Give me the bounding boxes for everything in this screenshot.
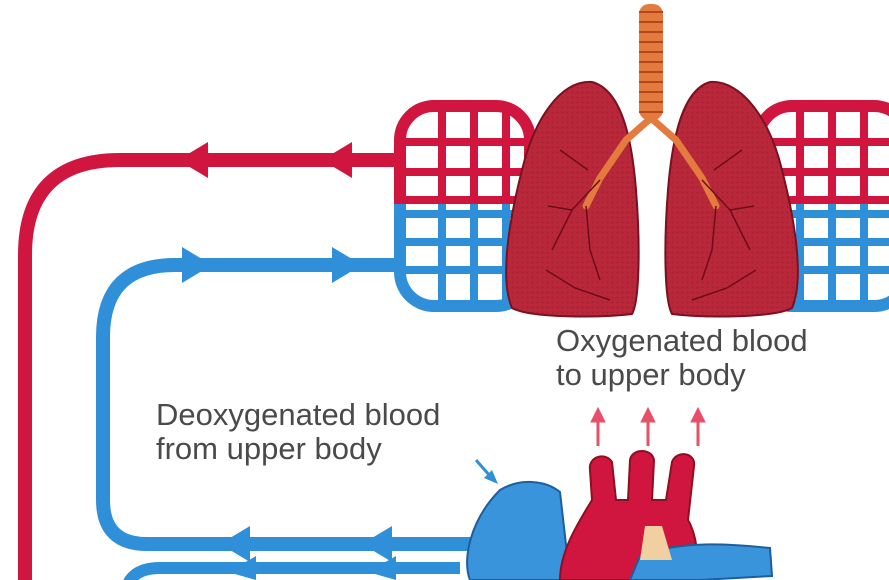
flow-arrow-icon: [228, 556, 256, 580]
flow-arrow-icon: [332, 247, 362, 283]
left-capillary-bed: [394, 100, 536, 312]
inflow-pointer-arrow: [474, 459, 498, 484]
flow-arrow-icon: [368, 556, 396, 580]
flow-arrow-icon: [590, 406, 606, 423]
flow-arrow-icon: [182, 247, 212, 283]
ligament: [640, 526, 672, 560]
heart-icon: [466, 450, 774, 580]
superior-vena-cava: [466, 480, 572, 580]
deoxygenated-vessel-upper: [96, 258, 470, 551]
flow-arrow-icon: [322, 142, 352, 178]
flow-arrow-icon: [690, 406, 706, 423]
deoxygenated-label-line2: from upper body: [156, 431, 382, 466]
upward-flow-arrows: [590, 406, 706, 446]
deoxygenated-label-line1: Deoxygenated blood: [156, 397, 441, 432]
flow-arrow-icon: [640, 406, 656, 423]
deoxygenated-blood-label: Deoxygenated blood from upper body: [156, 398, 440, 466]
trachea-icon: [639, 4, 663, 120]
deoxygenated-vessel-lower: [123, 562, 460, 580]
flow-arrow-icon: [362, 526, 392, 562]
lungs-icon: [505, 80, 799, 318]
flow-arrow-icon: [178, 142, 208, 178]
oxygenated-label-line1: Oxygenated blood: [556, 323, 808, 358]
oxygenated-label-line2: to upper body: [556, 357, 746, 392]
oxygenated-vessel-outer: [18, 153, 400, 580]
oxygenated-blood-label: Oxygenated blood to upper body: [556, 324, 808, 392]
flow-arrow-icon: [220, 526, 250, 562]
